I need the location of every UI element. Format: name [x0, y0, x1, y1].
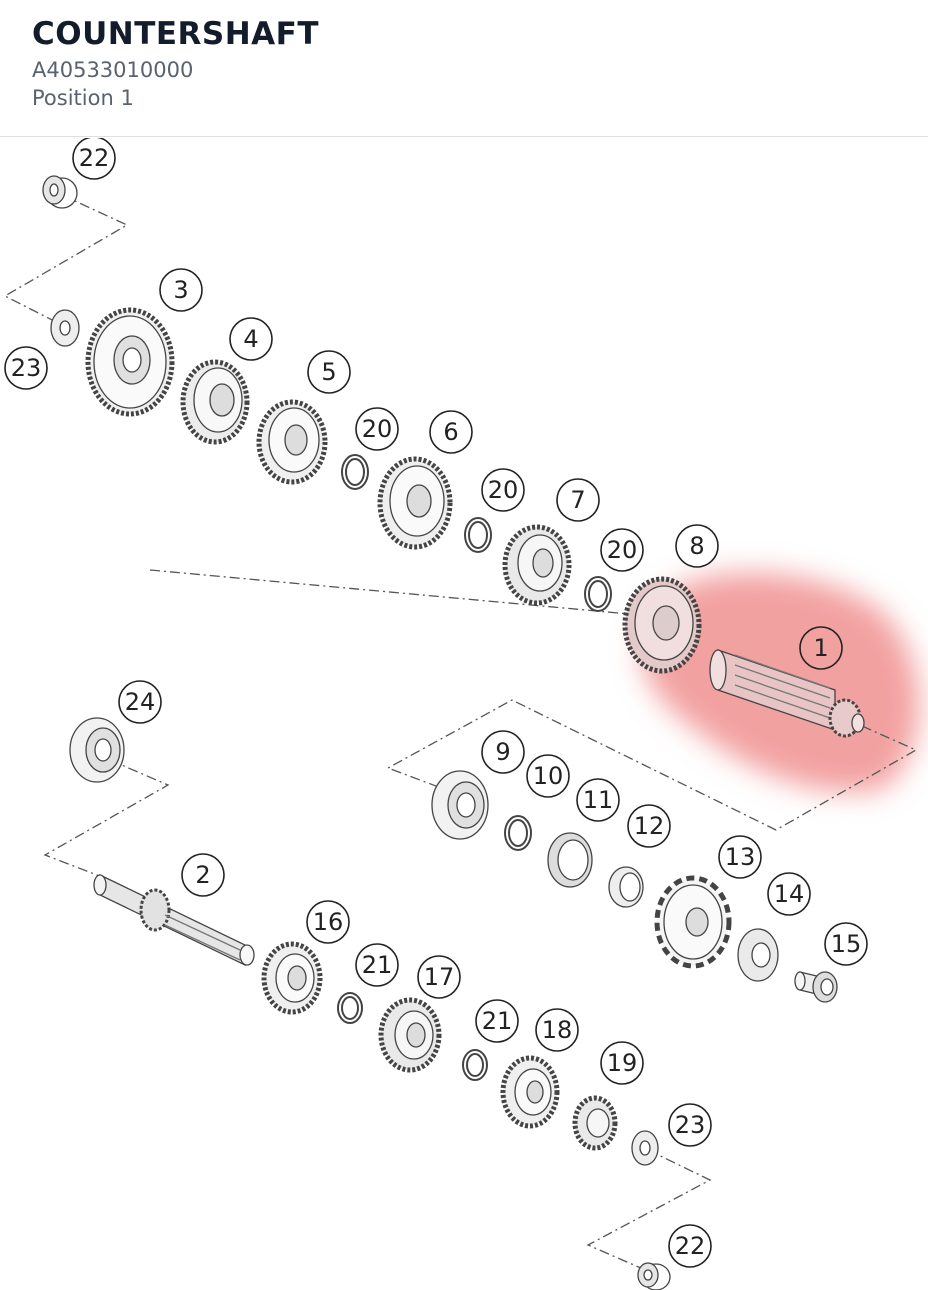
bearing-24[interactable] — [69, 717, 125, 783]
svg-text:17: 17 — [424, 963, 455, 991]
svg-text:21: 21 — [482, 1007, 513, 1035]
svg-text:7: 7 — [570, 486, 585, 514]
callout-8[interactable]: 8 — [675, 524, 719, 568]
gear-16[interactable] — [261, 941, 323, 1015]
callout-24[interactable]: 24 — [118, 680, 162, 724]
callout-20a[interactable]: 20 — [355, 407, 399, 451]
svg-text:12: 12 — [634, 812, 665, 840]
spacer-12[interactable] — [608, 866, 644, 908]
svg-text:13: 13 — [725, 843, 756, 871]
callout-7[interactable]: 7 — [556, 478, 600, 522]
svg-text:2: 2 — [195, 861, 210, 889]
washer-23-bottom[interactable] — [631, 1130, 659, 1166]
gear-7[interactable] — [502, 524, 572, 606]
svg-text:20: 20 — [362, 415, 393, 443]
callout-13[interactable]: 13 — [718, 835, 762, 879]
header: COUNTERSHAFT A40533010000 Position 1 — [0, 0, 928, 137]
callout-20c[interactable]: 20 — [600, 528, 644, 572]
position-label: Position 1 — [32, 86, 134, 110]
svg-text:6: 6 — [443, 418, 458, 446]
countershaft-1[interactable] — [709, 649, 865, 738]
circlip-21b[interactable] — [462, 1049, 488, 1081]
svg-text:20: 20 — [607, 536, 638, 564]
callout-21b[interactable]: 21 — [475, 999, 519, 1043]
svg-text:3: 3 — [173, 276, 188, 304]
svg-text:21: 21 — [362, 951, 393, 979]
circlip-21a[interactable] — [337, 992, 363, 1024]
sprocket-13[interactable] — [654, 875, 732, 969]
circlip-20c[interactable] — [584, 576, 612, 612]
svg-text:14: 14 — [774, 880, 805, 908]
callout-3[interactable]: 3 — [159, 268, 203, 312]
callout-9[interactable]: 9 — [481, 730, 525, 774]
seal-11[interactable] — [547, 832, 593, 888]
callout-11[interactable]: 11 — [576, 778, 620, 822]
gear-6[interactable] — [377, 456, 453, 550]
gear-8[interactable] — [622, 576, 702, 674]
callout-4[interactable]: 4 — [229, 317, 273, 361]
gear-5[interactable] — [256, 399, 328, 485]
svg-text:19: 19 — [607, 1049, 638, 1077]
bushing-22-top[interactable] — [42, 175, 78, 209]
callout-22-bottom[interactable]: 22 — [668, 1224, 712, 1268]
callout-20b[interactable]: 20 — [481, 468, 525, 512]
callout-23-top[interactable]: 23 — [4, 346, 48, 390]
svg-text:23: 23 — [11, 354, 42, 382]
svg-text:8: 8 — [689, 532, 704, 560]
callout-1[interactable]: 1 — [799, 626, 843, 670]
callout-14[interactable]: 14 — [767, 872, 811, 916]
mainshaft-2[interactable] — [93, 873, 255, 967]
ring-10[interactable] — [504, 815, 532, 851]
callout-2[interactable]: 2 — [181, 853, 225, 897]
page-title: COUNTERSHAFT — [32, 16, 319, 52]
callout-16[interactable]: 16 — [306, 900, 350, 944]
callout-6[interactable]: 6 — [429, 410, 473, 454]
callout-21a[interactable]: 21 — [355, 943, 399, 987]
exploded-diagram: 22 3 23 4 5 20 6 20 7 20 8 1 24 9 10 11 … — [3, 138, 920, 1290]
gear-17[interactable] — [378, 997, 442, 1073]
svg-text:16: 16 — [313, 908, 344, 936]
svg-text:18: 18 — [542, 1016, 573, 1044]
callout-15[interactable]: 15 — [824, 922, 868, 966]
washer-23-top[interactable] — [50, 309, 80, 347]
part-number: A40533010000 — [32, 58, 194, 82]
washer-14[interactable] — [737, 928, 779, 982]
gear-4[interactable] — [180, 359, 250, 445]
svg-text:11: 11 — [583, 786, 614, 814]
callout-22-top[interactable]: 22 — [72, 138, 116, 180]
svg-text:22: 22 — [79, 144, 110, 172]
bearing-9[interactable] — [431, 770, 489, 840]
bushing-22-bottom[interactable] — [637, 1262, 671, 1290]
svg-text:10: 10 — [533, 762, 564, 790]
bolt-15[interactable] — [794, 971, 838, 1003]
gear-18[interactable] — [500, 1055, 560, 1129]
gear-19[interactable] — [572, 1095, 618, 1151]
svg-text:20: 20 — [488, 476, 519, 504]
svg-text:22: 22 — [675, 1232, 706, 1260]
svg-text:23: 23 — [675, 1111, 706, 1139]
callout-5[interactable]: 5 — [307, 350, 351, 394]
svg-text:5: 5 — [321, 358, 336, 386]
assembly-lines — [3, 194, 918, 1273]
callout-19[interactable]: 19 — [600, 1041, 644, 1085]
gear-3[interactable] — [85, 307, 175, 417]
svg-text:15: 15 — [831, 930, 862, 958]
circlip-20a[interactable] — [341, 454, 369, 490]
callout-10[interactable]: 10 — [526, 754, 570, 798]
svg-text:1: 1 — [813, 634, 828, 662]
svg-text:4: 4 — [243, 325, 258, 353]
svg-text:24: 24 — [125, 688, 156, 716]
circlip-20b[interactable] — [464, 517, 492, 553]
callout-18[interactable]: 18 — [535, 1008, 579, 1052]
callout-12[interactable]: 12 — [627, 804, 671, 848]
callout-17[interactable]: 17 — [417, 955, 461, 999]
svg-text:9: 9 — [495, 738, 510, 766]
callout-23-bottom[interactable]: 23 — [668, 1103, 712, 1147]
